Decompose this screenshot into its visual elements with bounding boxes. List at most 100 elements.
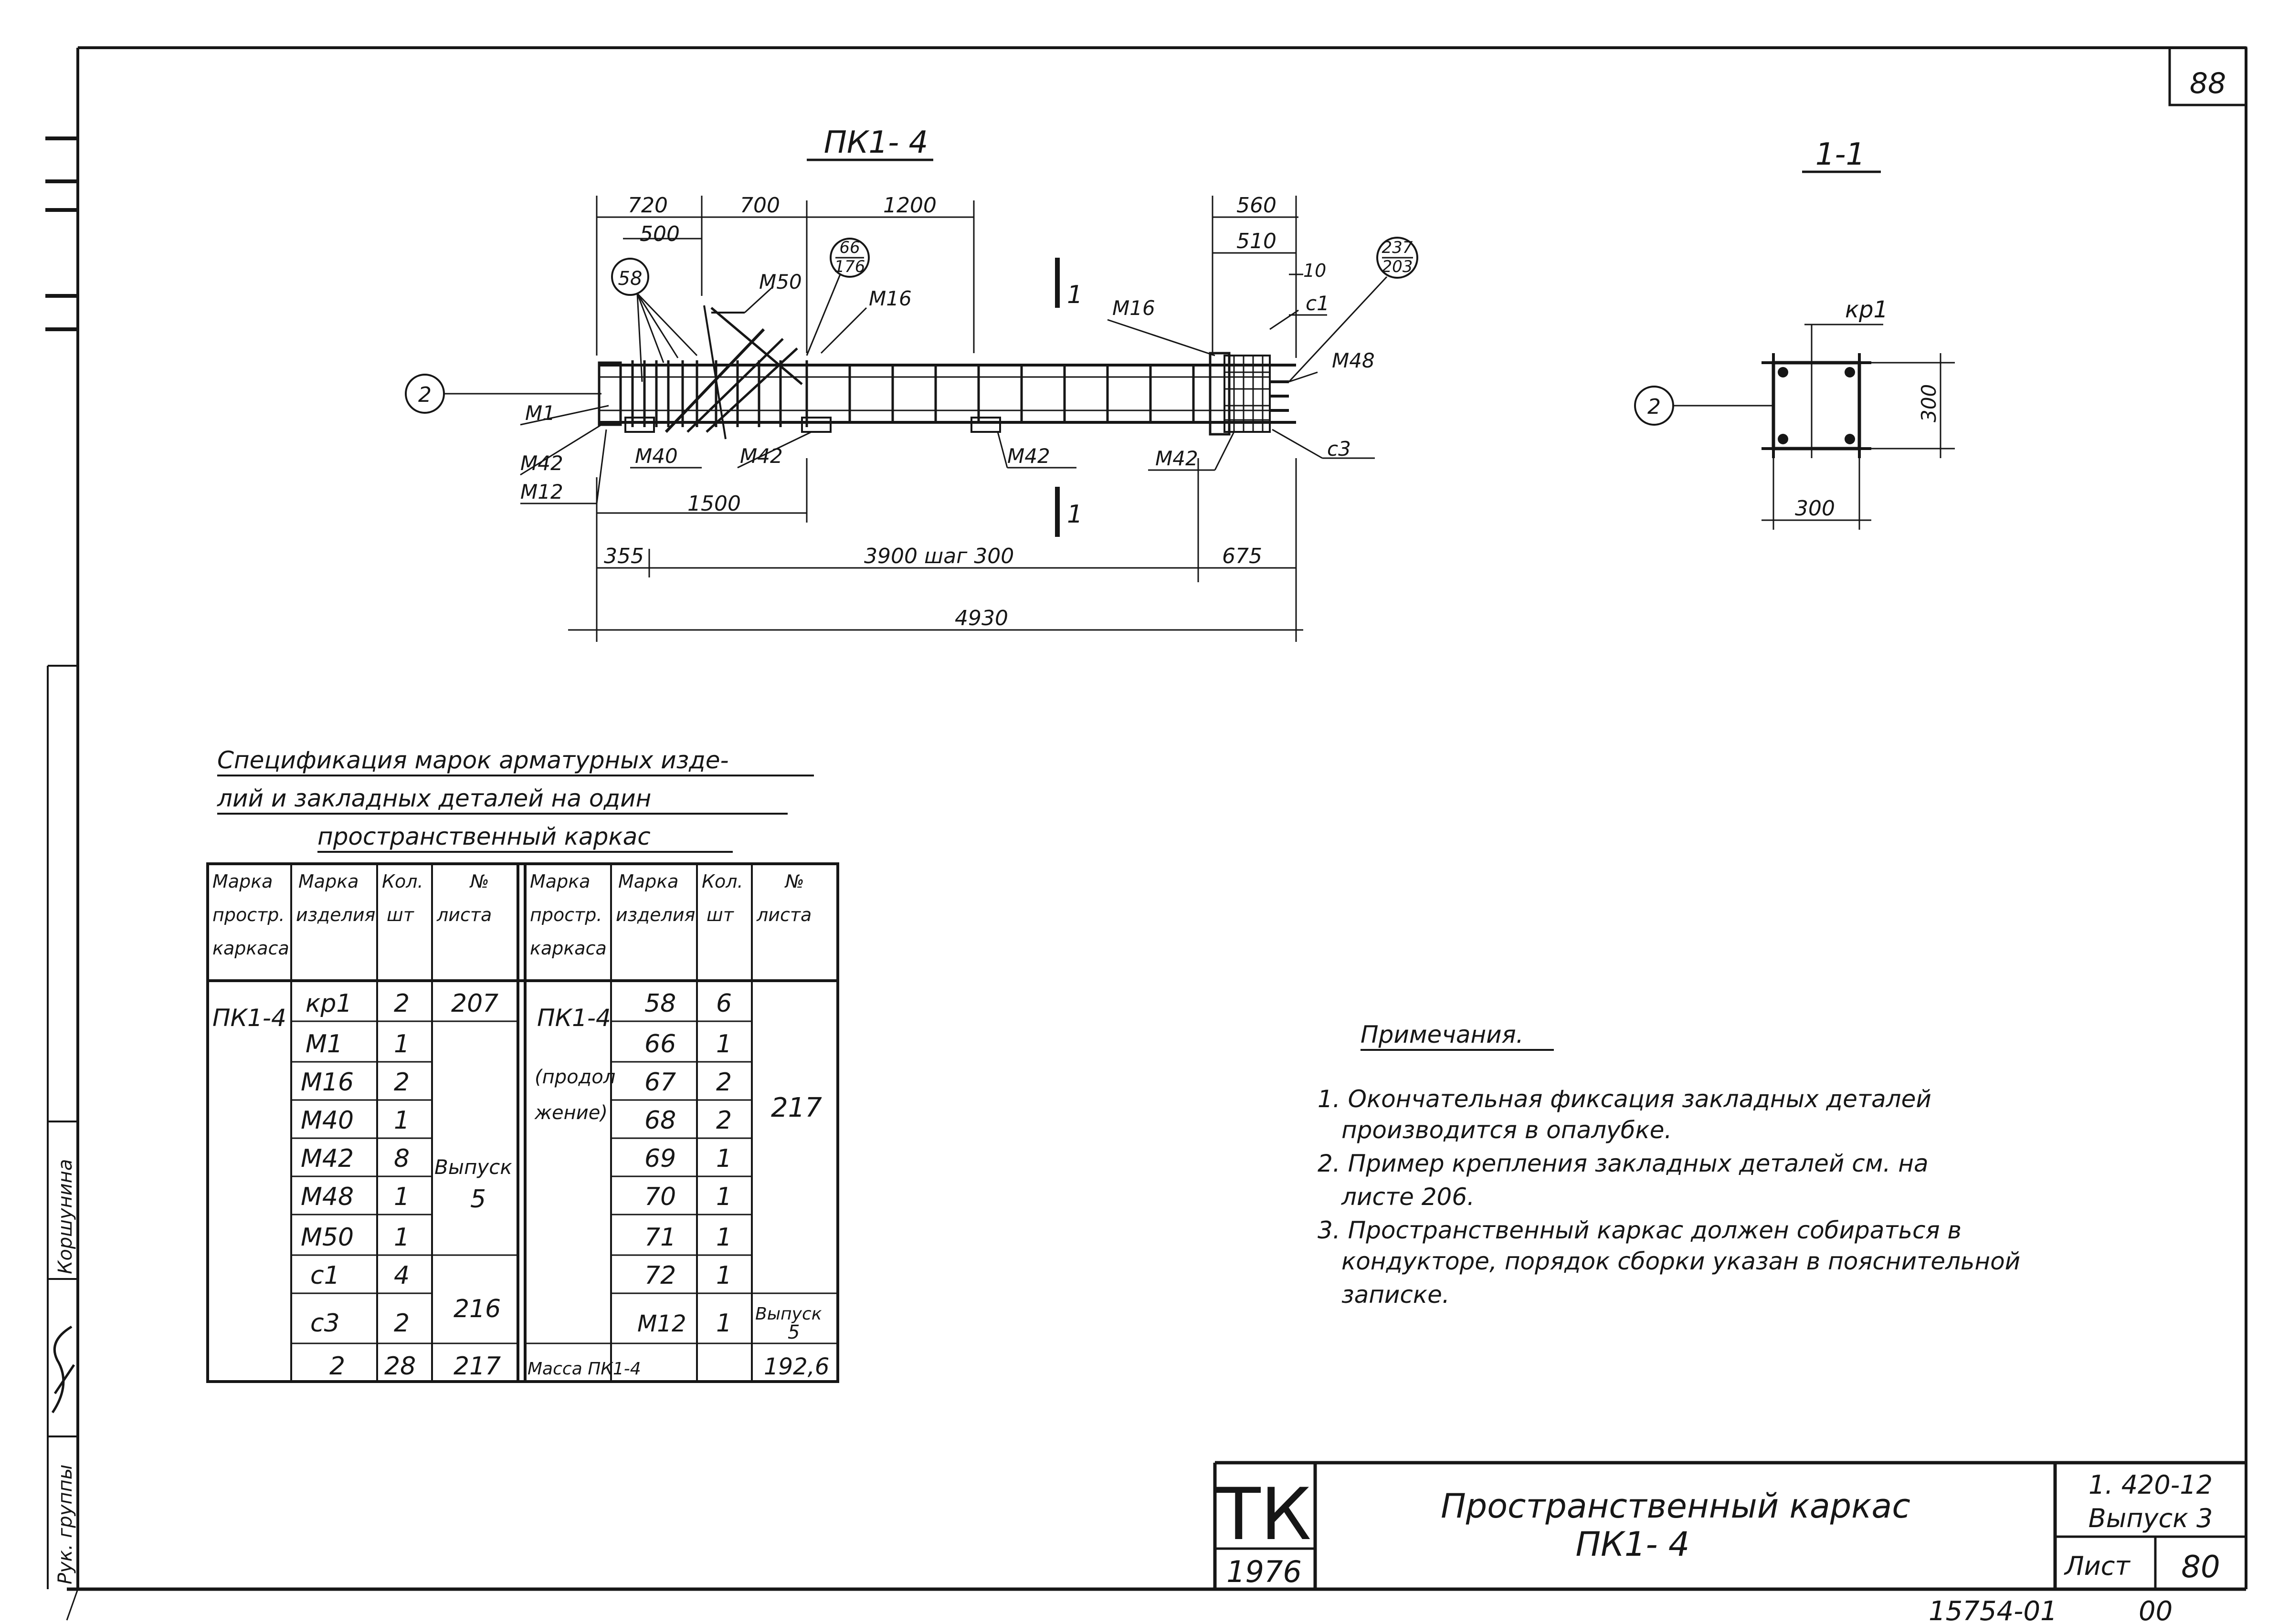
notes-line-1: 1. Окончательная фиксация закладных дета… bbox=[1318, 1085, 1931, 1113]
dim-510: 510 bbox=[1236, 229, 1276, 253]
title-series: 1. 420-12 bbox=[2089, 1470, 2213, 1500]
right-qty-2: 2 bbox=[716, 1068, 732, 1097]
dim-560: 560 bbox=[1236, 193, 1276, 218]
main-elevation: ПК1- 4 720 700 1200 500 560 510 10 58 66… bbox=[405, 125, 1418, 642]
left-mark-3: М40 bbox=[301, 1106, 354, 1135]
dim-10: 10 bbox=[1303, 260, 1326, 281]
label-m12: М12 bbox=[520, 480, 563, 503]
left-mark-9: 2 bbox=[329, 1352, 345, 1381]
right-mark-2: 67 bbox=[644, 1068, 676, 1097]
notes-line-6: кондукторе, порядок сборки указан в пояс… bbox=[1341, 1247, 2020, 1275]
left-mark-1: М1 bbox=[306, 1030, 343, 1058]
dim-675: 675 bbox=[1222, 544, 1262, 568]
dim-3900: 3900 шаг 300 bbox=[864, 544, 1014, 568]
left-qty-1: 1 bbox=[394, 1030, 410, 1058]
left-group: ПК1-4 bbox=[212, 1004, 286, 1032]
left-qty-4: 8 bbox=[394, 1144, 410, 1173]
right-mark-0: 58 bbox=[644, 989, 676, 1018]
hdr-l-c2-1: Марка bbox=[298, 871, 359, 892]
right-sheet-issue-2: 5 bbox=[788, 1321, 800, 1343]
left-qty-7: 4 bbox=[394, 1261, 410, 1290]
title-issue: Выпуск 3 bbox=[2089, 1503, 2213, 1533]
left-mark-8: с3 bbox=[310, 1309, 340, 1338]
spec-table: Марка простр. каркаса Марка изделия Кол.… bbox=[206, 862, 839, 1383]
section-dim-right: 300 bbox=[1917, 384, 1941, 422]
sheet-number: 88 bbox=[2190, 67, 2226, 100]
tk-logo: ТК bbox=[1216, 1473, 1311, 1556]
right-sheet-217: 217 bbox=[771, 1092, 822, 1123]
plate-m40 bbox=[624, 417, 655, 433]
title-name-1: Пространственный каркас bbox=[1441, 1487, 1910, 1526]
spec-title-3: пространственный каркас bbox=[317, 823, 651, 850]
left-qty-3: 1 bbox=[394, 1106, 410, 1135]
notes-line-7: записке. bbox=[1341, 1281, 1450, 1309]
left-mark-5: М48 bbox=[301, 1183, 354, 1211]
hdr-r-c1-1: Марка bbox=[530, 871, 590, 892]
right-group-1: ПК1-4 bbox=[537, 1004, 611, 1032]
right-mark-6: 71 bbox=[644, 1223, 676, 1252]
notes-heading: Примечания. bbox=[1361, 1021, 1524, 1048]
section-cut-top-label: 1 bbox=[1067, 281, 1083, 309]
dim-1200: 1200 bbox=[883, 193, 937, 218]
label-m50: М50 bbox=[759, 270, 802, 293]
title-sheet-value: 80 bbox=[2181, 1550, 2220, 1585]
hdr-l-c1-2: простр. bbox=[212, 904, 285, 925]
left-mark-0: кр1 bbox=[306, 989, 352, 1018]
spec-title-1: Спецификация марок арматурных изде- bbox=[217, 746, 729, 774]
label-m48: М48 bbox=[1332, 349, 1375, 372]
right-qty-4: 1 bbox=[716, 1144, 732, 1173]
callout-66-label: 66 bbox=[839, 238, 860, 257]
side-label-name: Коршунина bbox=[54, 1159, 76, 1274]
notes: Примечания. 1. Окончательная фиксация за… bbox=[1318, 1021, 2020, 1309]
right-mark-1: 66 bbox=[644, 1030, 676, 1058]
left-mark-7: с1 bbox=[310, 1261, 340, 1290]
left-qty-6: 1 bbox=[394, 1223, 410, 1252]
section-1-1: 1-1 кр1 2 300 300 bbox=[1634, 137, 1955, 530]
hdr-r-c3-2: шт bbox=[707, 904, 735, 925]
right-qty-5: 1 bbox=[716, 1183, 732, 1211]
hdr-l-c3-2: шт bbox=[387, 904, 415, 925]
section-bar-tl bbox=[1778, 367, 1788, 377]
dim-355: 355 bbox=[604, 544, 644, 568]
label-m1: М1 bbox=[525, 401, 555, 425]
spec-title-2: лий и закладных деталей на один bbox=[217, 785, 651, 812]
left-qty-2: 2 bbox=[394, 1068, 410, 1097]
hdr-l-c4-1: № bbox=[469, 871, 489, 892]
dim-500: 500 bbox=[640, 222, 680, 246]
hdr-r-c4-1: № bbox=[784, 871, 804, 892]
dim-4930: 4930 bbox=[955, 606, 1008, 630]
title-sheet-label: Лист bbox=[2064, 1551, 2131, 1581]
label-m16-a: М16 bbox=[869, 287, 912, 310]
left-sheet-issue-2: 5 bbox=[470, 1185, 486, 1214]
hdr-l-c2-2: изделия bbox=[296, 904, 375, 925]
left-mark-6: М50 bbox=[301, 1223, 354, 1252]
left-qty-5: 1 bbox=[394, 1183, 410, 1211]
section-title: 1-1 bbox=[1815, 137, 1866, 172]
plate-m42-b bbox=[970, 417, 1001, 433]
hdr-l-c1-1: Марка bbox=[212, 871, 273, 892]
section-top-label: кр1 bbox=[1845, 296, 1888, 323]
side-label-head: Рук. группы bbox=[54, 1465, 76, 1584]
right-qty-8: 1 bbox=[716, 1309, 732, 1338]
notes-line-5: 3. Пространственный каркас должен собира… bbox=[1318, 1216, 1962, 1244]
label-c3: с3 bbox=[1327, 437, 1351, 461]
right-qty-6: 1 bbox=[716, 1223, 732, 1252]
title-name-2: ПК1- 4 bbox=[1576, 1525, 1690, 1564]
right-qty-3: 2 bbox=[716, 1106, 732, 1135]
hdr-r-c2-1: Марка bbox=[618, 871, 678, 892]
left-sheet-217: 217 bbox=[454, 1352, 501, 1381]
right-mark-8: М12 bbox=[637, 1310, 686, 1337]
section-bar-br bbox=[1845, 434, 1855, 444]
stirrups bbox=[631, 360, 1195, 427]
title-block: ТК 1976 Пространственный каркас ПК1- 4 1… bbox=[1213, 1461, 2246, 1589]
hdr-r-c3-1: Кол. bbox=[702, 871, 743, 892]
mass-value: 192,6 bbox=[764, 1353, 829, 1380]
left-sheet-issue-1: Выпуск bbox=[434, 1155, 512, 1179]
right-sheet-issue-1: Выпуск bbox=[755, 1304, 822, 1324]
hdr-l-c1-3: каркаса bbox=[212, 938, 289, 959]
sheet-frame bbox=[66, 46, 2247, 1621]
label-m42-c: М42 bbox=[1007, 444, 1050, 468]
end-plate-grid bbox=[1224, 309, 1299, 433]
section-bar-bl bbox=[1778, 434, 1788, 444]
left-mark-4: М42 bbox=[301, 1144, 354, 1173]
